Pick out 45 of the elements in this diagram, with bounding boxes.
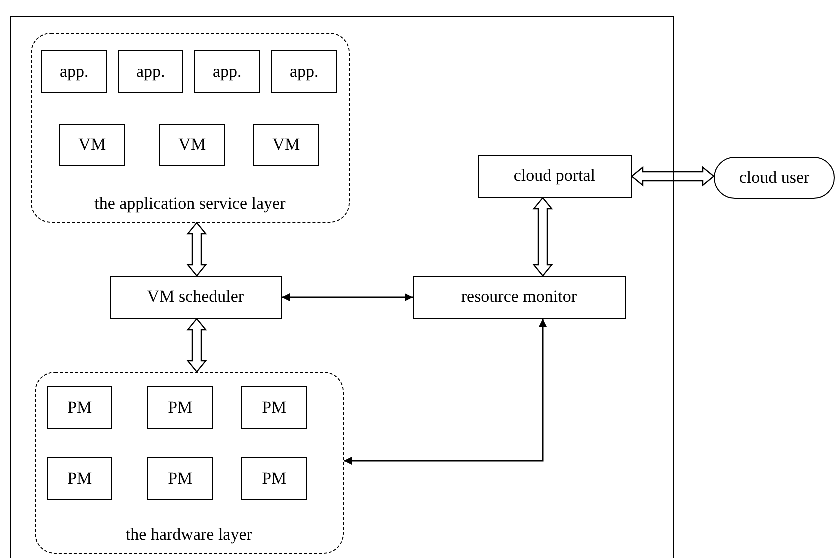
box-label: PM	[168, 468, 193, 489]
arrow	[282, 294, 413, 302]
process-box	[118, 50, 184, 94]
process-box	[241, 457, 308, 500]
box-label: app.	[136, 62, 166, 82]
hollow-double-arrow	[186, 318, 208, 373]
process-box	[159, 124, 226, 166]
dashed-group-box	[30, 32, 350, 223]
box-label: PM	[262, 468, 287, 489]
group-label: the hardware layer	[126, 524, 252, 544]
process-box	[147, 386, 214, 430]
process-box	[478, 154, 632, 198]
box-label: app.	[212, 62, 242, 82]
box-label: app.	[60, 62, 89, 82]
arrow	[344, 319, 547, 465]
process-box	[41, 50, 108, 94]
box-label: VM	[272, 135, 300, 156]
box-label: PM	[168, 398, 193, 418]
box-label: VM scheduler	[147, 287, 244, 308]
hollow-double-arrow	[631, 166, 715, 187]
box-label: VM	[178, 135, 206, 156]
box-label: PM	[262, 398, 287, 418]
box-label: cloud portal	[514, 166, 596, 186]
process-box	[147, 457, 214, 500]
frame-box	[10, 16, 674, 558]
box-label: resource monitor	[461, 287, 578, 308]
process-box	[412, 276, 626, 319]
process-box	[110, 276, 282, 319]
box-label: PM	[68, 398, 92, 418]
process-box	[47, 457, 112, 500]
box-label: VM	[78, 135, 106, 156]
hollow-double-arrow	[532, 197, 554, 277]
process-box	[59, 124, 126, 166]
dashed-group-box	[34, 372, 344, 554]
box-label: app.	[290, 62, 319, 82]
hollow-double-arrow	[186, 222, 208, 277]
group-label: the application service layer	[94, 194, 286, 213]
process-box	[241, 386, 308, 430]
process-box	[253, 124, 320, 166]
process-box	[194, 50, 260, 94]
process-box	[271, 50, 338, 94]
process-box	[47, 386, 112, 430]
terminal-box	[714, 157, 835, 199]
box-label: cloud user	[739, 168, 810, 188]
box-label: PM	[68, 468, 92, 489]
